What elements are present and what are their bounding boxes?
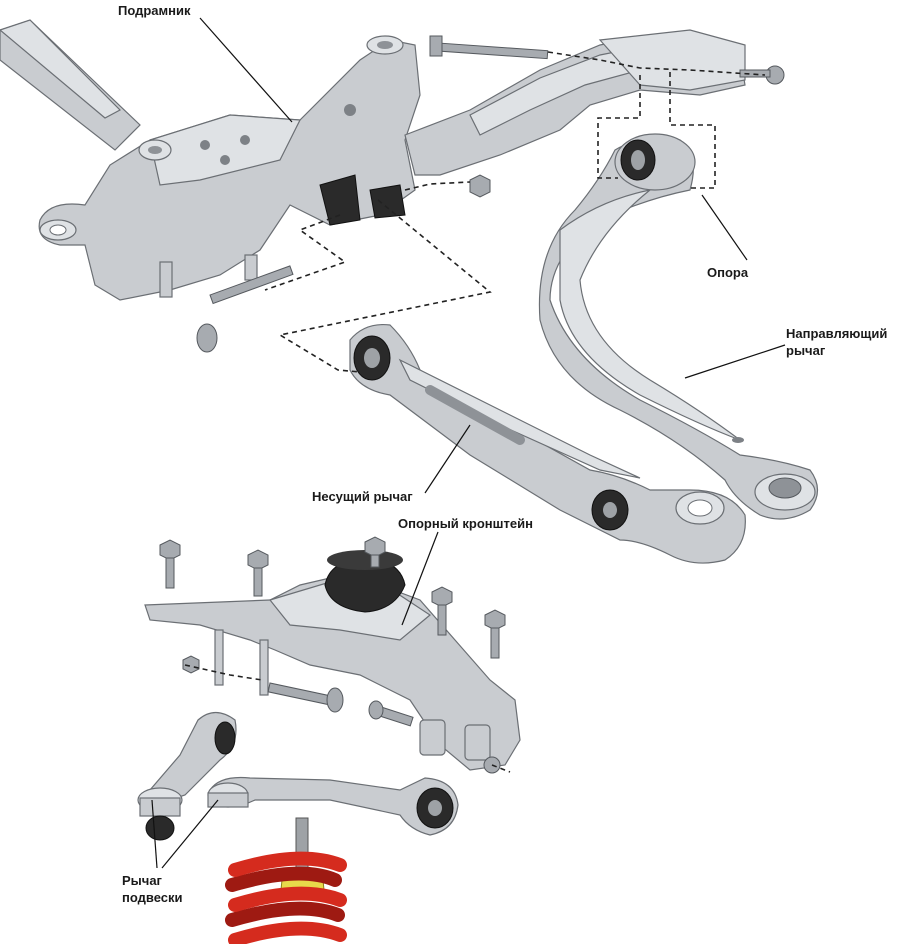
leader-bracket (401, 531, 439, 626)
leader-subframe (199, 17, 293, 123)
label-bracket: Опорный кронштейн (398, 516, 533, 531)
subframe-illustration (0, 19, 746, 301)
label-guide-arm-line2: рычаг (786, 343, 826, 358)
bracket-bolts (159, 536, 506, 774)
support-arm-illustration (349, 323, 746, 564)
assembly-dashed-lines-top (264, 51, 766, 373)
assembly-dashed-lines-bottom (184, 664, 511, 773)
label-subframe: Подрамник (118, 3, 191, 18)
label-mount: Опора (707, 265, 749, 280)
leader-lines (151, 17, 786, 869)
label-guide-arm-line1: Направляющий (786, 326, 888, 341)
suspension-arms-illustration (137, 711, 459, 841)
label-support-arm: Несущий рычаг (312, 489, 413, 504)
label-suspension-arm-line2: подвески (122, 890, 183, 905)
label-guide-arm: Направляющий рычаг (786, 325, 887, 359)
leader-guide-arm (684, 344, 786, 379)
bracket-illustration (144, 550, 521, 771)
leader-suspension-arm-1 (151, 799, 158, 869)
leader-mount (701, 194, 748, 261)
leader-support-arm (424, 424, 471, 494)
label-suspension-arm-line1: Рычаг (122, 873, 162, 888)
coil-spring-illustration (225, 817, 347, 944)
leader-suspension-arm-2 (161, 799, 219, 869)
label-suspension-arm: Рычаг подвески (122, 872, 182, 906)
guide-arm-illustration (538, 133, 819, 520)
subframe-bolts (196, 35, 785, 353)
